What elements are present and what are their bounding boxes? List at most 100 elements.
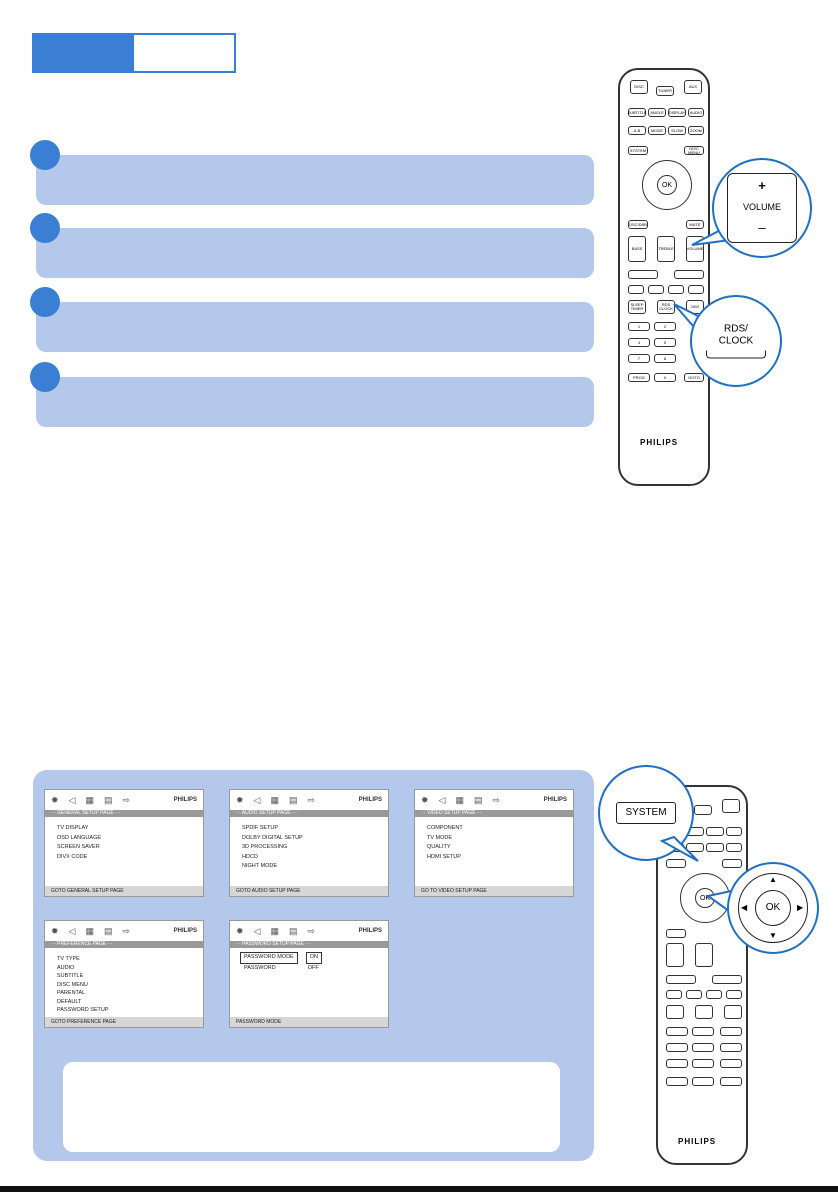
- prev-button[interactable]: [686, 990, 702, 999]
- bass-button[interactable]: BASS: [628, 236, 646, 262]
- remote-button[interactable]: SLOW: [668, 126, 686, 135]
- remote-button[interactable]: TUNER: [656, 86, 674, 96]
- ok-button[interactable]: OK: [657, 175, 677, 195]
- remote-button[interactable]: MODE: [648, 126, 666, 135]
- tv-icon: ▦: [455, 794, 464, 805]
- digit-button[interactable]: [692, 1059, 714, 1068]
- sleep-timer-button[interactable]: SLEEP TIMER: [628, 300, 646, 314]
- rewind-button[interactable]: [666, 990, 682, 999]
- exit-arrow-icon: ⇨: [307, 794, 316, 805]
- digit-button[interactable]: 7: [628, 354, 650, 363]
- remote-button[interactable]: [726, 827, 742, 836]
- remote-button[interactable]: ZOOM: [688, 126, 704, 135]
- treble-button[interactable]: [695, 943, 713, 967]
- treble-button[interactable]: TREBLE: [657, 236, 675, 262]
- remote-button[interactable]: DISPLAY: [668, 108, 686, 117]
- digit-button[interactable]: [720, 1059, 742, 1068]
- rds-clock-button[interactable]: RDS CLOCK: [657, 300, 675, 314]
- goto-button[interactable]: [720, 1077, 742, 1086]
- exit-arrow-icon: ⇨: [122, 794, 131, 805]
- remote-button[interactable]: [726, 843, 742, 852]
- play-pause-button[interactable]: [666, 975, 696, 984]
- next-button[interactable]: [668, 285, 684, 294]
- remote-button[interactable]: [722, 799, 740, 813]
- remote-button[interactable]: DISC: [630, 80, 648, 94]
- forward-button[interactable]: [726, 990, 742, 999]
- remote-button[interactable]: [706, 827, 724, 836]
- digit-button[interactable]: 1: [628, 322, 650, 331]
- menu-list: COMPONENT TV MODE QUALITY HDMI SETUP: [427, 824, 463, 862]
- remote-button[interactable]: SUBTITLE: [627, 108, 647, 117]
- password-value: OFF: [307, 964, 319, 971]
- ok-key-illustration: OK: [755, 890, 791, 926]
- remote-button[interactable]: [686, 843, 704, 852]
- grid-icon: ▤: [288, 925, 298, 936]
- arrow-up-icon: ▲: [769, 875, 777, 884]
- list-item: SCREEN SAVER: [57, 844, 100, 850]
- list-item: PARENTAL: [57, 990, 86, 996]
- prog-button[interactable]: [666, 1077, 688, 1086]
- remote-button[interactable]: AUX: [684, 80, 702, 94]
- stop-button[interactable]: [674, 270, 704, 279]
- disc-menu-button[interactable]: [722, 859, 742, 868]
- video-setup-screen: ✹◁▦▤⇨PHILIPS - - VIDEO SETUP PAGE - - CO…: [414, 789, 574, 897]
- list-item: DOLBY DIGITAL SETUP: [242, 834, 303, 841]
- stop-button[interactable]: [712, 975, 742, 984]
- screen-title: - - PASSWORD SETUP PAGE - -: [230, 941, 388, 948]
- exit-arrow-icon: ⇨: [492, 794, 501, 805]
- screen-title: - - VIDEO SETUP PAGE - -: [415, 810, 573, 817]
- goto-button[interactable]: GOTO: [684, 373, 704, 382]
- system-button[interactable]: [666, 859, 686, 868]
- list-item: NIGHT MODE: [242, 863, 278, 869]
- digit-button[interactable]: [666, 1043, 688, 1052]
- system-button[interactable]: SYSTEM: [628, 146, 648, 155]
- remote-brand-logo: PHILIPS: [678, 1137, 717, 1146]
- digit-button[interactable]: [692, 1043, 714, 1052]
- navigation-ring[interactable]: [642, 160, 692, 210]
- remote-button[interactable]: AUDIO: [688, 108, 704, 117]
- screen-brand: PHILIPS: [543, 797, 567, 803]
- play-pause-button[interactable]: [628, 270, 658, 279]
- rds-clock-button[interactable]: [695, 1005, 713, 1019]
- digit-button[interactable]: 2: [654, 322, 676, 331]
- prev-button[interactable]: [648, 285, 664, 294]
- password-mode-key: PASSWORD MODE: [240, 952, 298, 964]
- screen-title: - - GENERAL SETUP PAGE - -: [45, 810, 203, 817]
- bass-button[interactable]: [666, 943, 684, 967]
- remote-button[interactable]: DSC/DBB: [628, 220, 648, 229]
- gear-icon: ✹: [51, 794, 59, 805]
- digit-button[interactable]: [666, 1027, 688, 1036]
- digit-button[interactable]: 0: [654, 373, 676, 382]
- screen-footer: PASSWORD MODE: [230, 1017, 388, 1027]
- grid-icon: ▤: [288, 794, 298, 805]
- mute-button[interactable]: MUTE: [686, 220, 704, 229]
- digit-button[interactable]: [692, 1027, 714, 1036]
- dim-button[interactable]: [724, 1005, 742, 1019]
- prog-button[interactable]: PROG: [628, 373, 650, 382]
- next-button[interactable]: [706, 990, 722, 999]
- digit-button[interactable]: 4: [628, 338, 650, 347]
- rewind-button[interactable]: [628, 285, 644, 294]
- remote-button[interactable]: [666, 929, 686, 938]
- digit-button[interactable]: 8: [654, 354, 676, 363]
- list-item: HDMI SETUP: [427, 853, 461, 860]
- forward-button[interactable]: [688, 285, 704, 294]
- volume-key-illustration: + VOLUME –: [727, 173, 797, 243]
- digit-button[interactable]: [692, 1077, 714, 1086]
- list-item: SUBTITLE: [57, 973, 84, 979]
- disc-menu-button[interactable]: DISC MENU: [684, 146, 704, 155]
- volume-plus-label: +: [758, 178, 766, 193]
- list-item: 3D PROCESSING: [242, 844, 288, 850]
- digit-button[interactable]: 5: [654, 338, 676, 347]
- sleep-timer-button[interactable]: [666, 1005, 684, 1019]
- step-bullet-3: [30, 287, 60, 317]
- digit-button[interactable]: [720, 1027, 742, 1036]
- remote-button[interactable]: A-B: [628, 126, 646, 135]
- remote-button[interactable]: [706, 843, 724, 852]
- remote-button[interactable]: ANGLE: [648, 108, 666, 117]
- remote-button[interactable]: [694, 805, 712, 815]
- digit-button[interactable]: [720, 1043, 742, 1052]
- screen-footer: GO TO VIDEO SETUP PAGE: [415, 886, 573, 896]
- digit-button[interactable]: [666, 1059, 688, 1068]
